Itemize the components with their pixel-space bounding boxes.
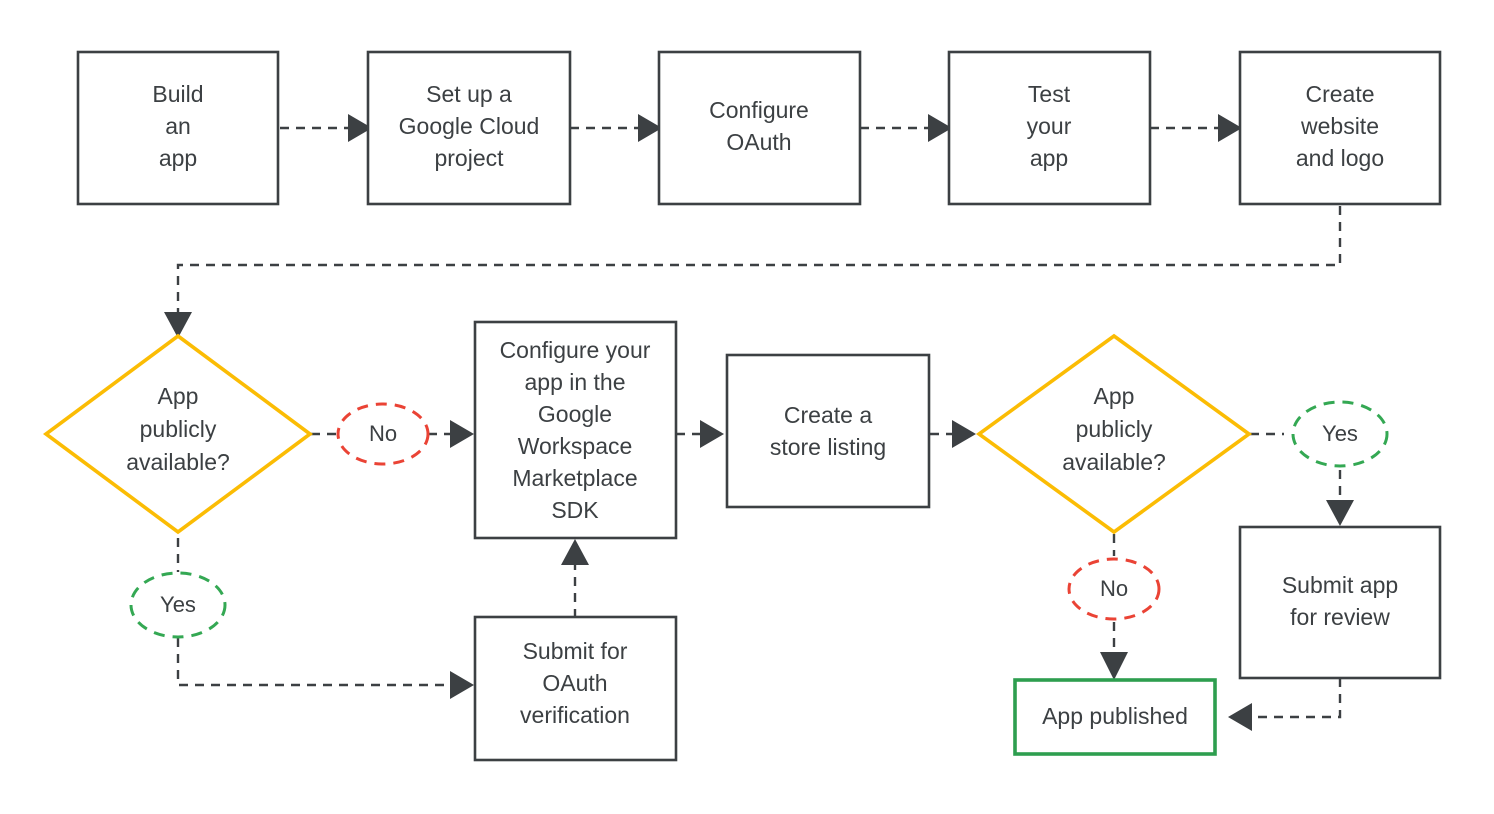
node-configure-sdk-line-1: Configure your [500,337,651,363]
edge-review-to-published [1228,678,1342,731]
node-set-up-project-line-1: Set up a [426,81,512,107]
node-configure-sdk-line-4: Workspace [518,433,633,459]
node-decision-public-1-line-1: App [158,383,199,409]
node-test-your-app-line-3: app [1030,145,1068,171]
node-test-your-app-line-2: your [1027,113,1072,139]
node-decision-public-2-line-1: App [1094,383,1135,409]
edge-decision1-no-to-sdk [311,420,474,448]
node-configure-sdk-line-2: app in the [524,369,625,395]
node-set-up-project[interactable]: Set up a Google Cloud project [366,50,572,206]
node-configure-sdk-line-5: Marketplace [512,465,637,491]
edge-label-no-2: No [1067,557,1161,621]
node-submit-for-review-line-1: Submit app [1282,572,1398,598]
node-app-published[interactable]: App published [1013,678,1217,756]
node-decision-public-1-line-2: publicly [140,416,217,442]
node-set-up-project-line-3: project [434,145,504,171]
node-decision-public-1[interactable]: App publicly available? [42,333,314,535]
edge-setup-to-oauth [570,114,662,142]
node-test-your-app[interactable]: Test your app [947,50,1152,206]
edge-oauthverify-to-sdk [561,539,589,618]
node-submit-oauth[interactable]: Submit for OAuth verification [473,615,678,762]
node-build-an-app-line-2: an [165,113,191,139]
node-layer: Build an app Set up a Google Cloud proje… [42,50,1442,762]
edge-layer: configure-sdk --> down --> right --> [164,114,1354,731]
edge-label-yes-2-text: Yes [1322,421,1358,446]
node-create-website-logo-line-1: Create [1305,81,1374,107]
edge-label-yes-2: Yes [1291,400,1389,468]
edge-website-to-decision1 [164,206,1342,338]
node-configure-sdk-line-6: SDK [551,497,599,523]
edge-build-to-setup [280,114,372,142]
node-create-store-listing-line-2: store listing [770,434,886,460]
node-decision-public-2-line-3: available? [1062,449,1166,475]
node-create-store-listing-line-1: Create a [784,402,872,428]
node-set-up-project-line-2: Google Cloud [399,113,540,139]
edge-oauth-to-test [860,114,952,142]
node-configure-oauth[interactable]: Configure OAuth [657,50,862,206]
node-configure-sdk-line-3: Google [538,401,612,427]
edge-label-yes-1-text: Yes [160,592,196,617]
node-submit-for-review-line-2: for review [1290,604,1390,630]
edge-test-to-website [1150,114,1242,142]
node-submit-oauth-line-2: OAuth [542,670,607,696]
node-create-website-logo-line-2: website [1300,113,1379,139]
node-decision-public-1-line-3: available? [126,449,230,475]
edge-decision2-yes-to-review [1250,432,1354,526]
node-build-an-app-line-1: Build [152,81,203,107]
node-create-website-logo[interactable]: Create website and logo [1238,50,1442,206]
node-test-your-app-line-1: Test [1028,81,1071,107]
edge-sdk-to-listing [676,420,724,448]
edge-label-no-2-text: No [1100,576,1128,601]
node-submit-oauth-line-3: verification [520,702,630,728]
edge-label-layer: No Yes Yes No [129,400,1389,639]
node-app-published-label: App published [1042,703,1188,729]
edge-decision1-yes-down [176,538,474,699]
node-configure-oauth-line-2: OAuth [726,129,791,155]
node-submit-oauth-line-1: Submit for [523,638,628,664]
edge-label-no-1: No [336,402,430,466]
node-decision-public-2-line-2: publicly [1076,416,1153,442]
node-create-store-listing[interactable]: Create a store listing [725,353,931,509]
node-configure-oauth-line-1: Configure [709,97,809,123]
node-configure-sdk[interactable]: Configure your app in the Google Workspa… [473,320,678,540]
node-submit-for-review[interactable]: Submit app for review [1238,525,1442,680]
edge-label-no-1-text: No [369,421,397,446]
edge-decision2-no-to-published [1100,534,1128,680]
edge-listing-to-decision2 [930,420,976,448]
node-build-an-app[interactable]: Build an app [76,50,280,206]
node-create-website-logo-line-3: and logo [1296,145,1384,171]
node-build-an-app-line-3: app [159,145,197,171]
edge-label-yes-1: Yes [129,571,227,639]
node-decision-public-2[interactable]: App publicly available? [975,333,1253,535]
